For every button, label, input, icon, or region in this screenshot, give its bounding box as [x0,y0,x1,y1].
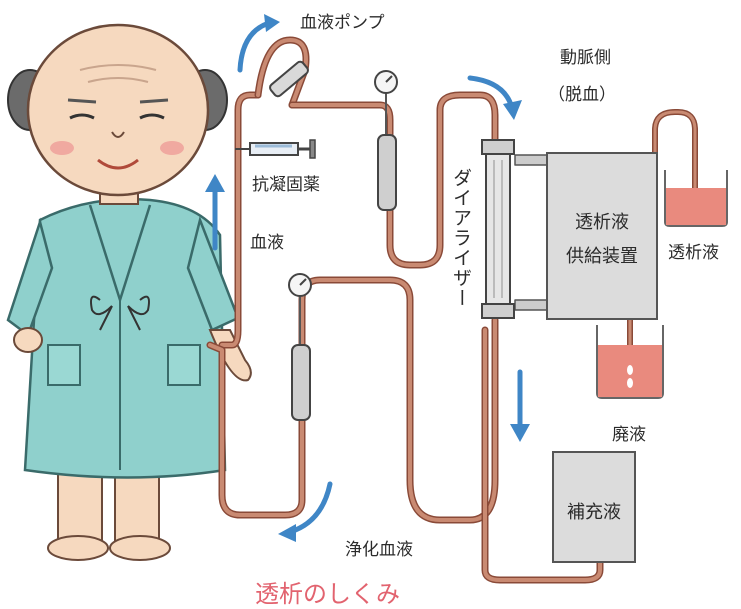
dialysate-supply-device [546,152,658,320]
dialysate-beaker [664,170,728,227]
blood-up-arrow-head [205,174,225,192]
venous-pressure-gauge [288,273,312,421]
purified-blood-label: 浄化血液 [345,540,413,560]
anticoagulant-label: 抗凝固薬 [252,175,320,195]
patient-figure [6,23,252,561]
return-flow-arrow-head [278,524,296,542]
dialysate-supply-label-line1: 透析液 [575,212,629,233]
pump-flow-arrow-head [264,14,280,32]
dialysate-supply-label-line2: 供給装置 [566,246,638,267]
bottom-cut-text: 透析のしくみ [255,580,400,608]
arterial-side-label: 動脈側 [560,48,611,68]
waste-beaker [596,325,664,399]
dialyzer [481,139,515,319]
anticoagulant-syringe [235,139,316,159]
blood-circuit-tubing [206,36,698,584]
replacement-fluid-box [552,451,636,563]
dialyzer-label: ダイアライザー [450,168,472,308]
blood-removal-label: （脱血） [548,85,616,105]
dialyzer-in-arrow-head [503,100,522,120]
replacement-fluid-label: 補充液 [567,502,621,523]
down-arrow-head [510,424,530,442]
blood-pump-device [269,60,309,98]
blood-pump-label: 血液ポンプ [300,13,385,33]
waste-fluid-label: 廃液 [612,425,646,445]
arterial-pressure-gauge [374,70,398,211]
blood-label: 血液 [250,233,284,253]
flow-arrows [205,14,530,542]
dialysis-diagram [6,14,728,584]
dialysate-label: 透析液 [668,243,719,263]
